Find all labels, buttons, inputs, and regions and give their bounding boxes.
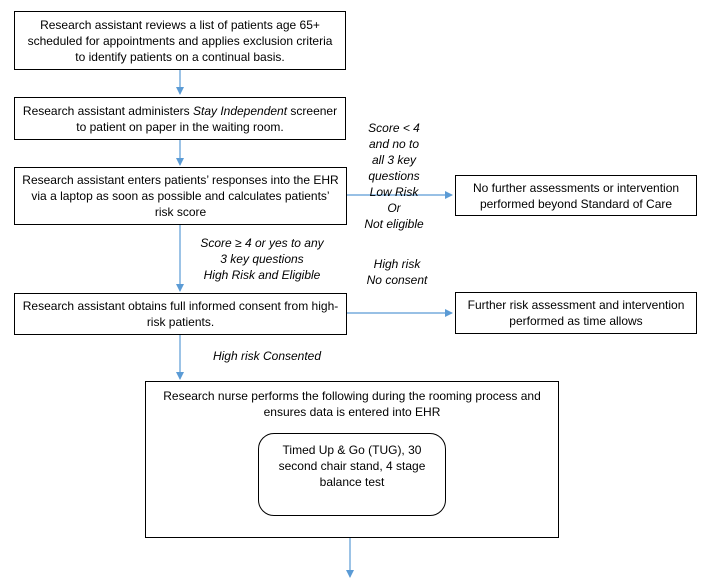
outcome-no-further-assessment-text: No further assessments or intervention p…	[472, 180, 680, 211]
step-enter-responses: Research assistant enters patients’ resp…	[14, 167, 347, 225]
step-obtain-consent-text: Research assistant obtains full informed…	[22, 299, 339, 329]
step-enter-responses-text: Research assistant enters patients’ resp…	[22, 173, 339, 219]
screener-text-post: screener to patient on paper in the wait…	[76, 103, 338, 134]
assessment-tests-box: Timed Up & Go (TUG), 30 second chair sta…	[258, 433, 446, 516]
assessment-tests-text: Timed Up & Go (TUG), 30 second chair sta…	[278, 443, 426, 489]
outcome-no-further-assessment: No further assessments or intervention p…	[455, 175, 697, 216]
screener-text-pre: Research assistant administers	[22, 103, 193, 118]
label-low-risk: Score < 4 and no to all 3 key questions …	[364, 121, 424, 231]
label-high-risk-eligible: Score ≥ 4 or yes to any 3 key questions …	[200, 236, 324, 282]
label-high-risk-consented: High risk Consented	[212, 349, 322, 363]
label-high-risk-no-consent: High risk No consent	[366, 257, 428, 287]
outcome-further-risk-assessment: Further risk assessment and intervention…	[455, 292, 697, 334]
step-obtain-consent: Research assistant obtains full informed…	[14, 293, 347, 335]
step-research-nurse-text: Research nurse performs the following du…	[163, 389, 541, 419]
step-administer-screener: Research assistant administers Stay Inde…	[14, 97, 346, 140]
step-review-patients: Research assistant reviews a list of pat…	[14, 11, 346, 70]
screener-name: Stay Independent	[192, 103, 288, 118]
step-administer-screener-text: Research assistant administers Stay Inde…	[21, 103, 339, 135]
step-review-patients-text: Research assistant reviews a list of pat…	[27, 17, 333, 64]
outcome-further-risk-assessment-text: Further risk assessment and intervention…	[467, 298, 685, 328]
